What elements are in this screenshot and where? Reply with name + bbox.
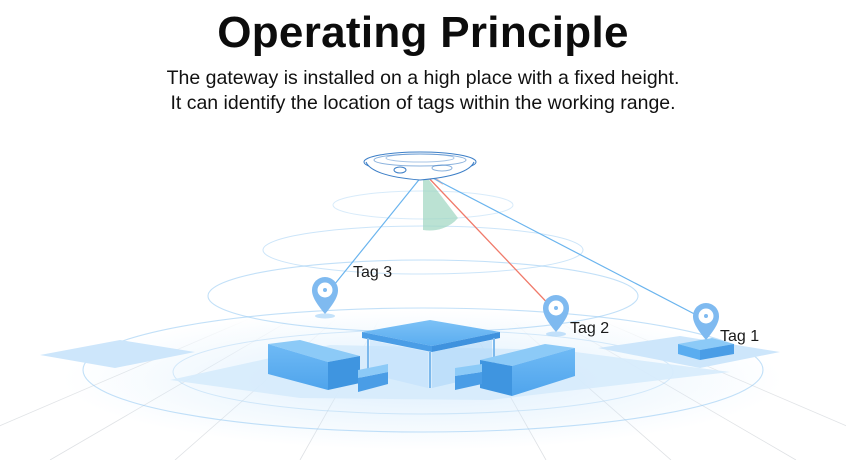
tag3-label: Tag 3	[353, 264, 393, 281]
sofa-right	[455, 344, 575, 396]
tag2-label: Tag 2	[570, 320, 610, 337]
signal-line-tag1	[424, 173, 707, 321]
page-title: Operating Principle	[217, 8, 629, 57]
sofa-left	[268, 340, 388, 392]
coverage-sector-green	[423, 172, 458, 231]
signal-line-tag3	[329, 175, 423, 291]
subtitle-line-1: The gateway is installed on a high place…	[166, 67, 680, 89]
tag1-pin	[693, 303, 719, 340]
signal-line-tag2	[424, 173, 557, 313]
gateway-device	[363, 151, 477, 181]
tag2-pin	[543, 295, 569, 337]
tag3-pin	[312, 277, 338, 319]
subtitle-line-2: It can identify the location of tags wit…	[170, 92, 676, 114]
tag1-stand	[678, 338, 734, 360]
tag1-label: Tag 1	[720, 328, 760, 345]
range-rings	[82, 190, 764, 433]
rug-left	[40, 340, 195, 368]
